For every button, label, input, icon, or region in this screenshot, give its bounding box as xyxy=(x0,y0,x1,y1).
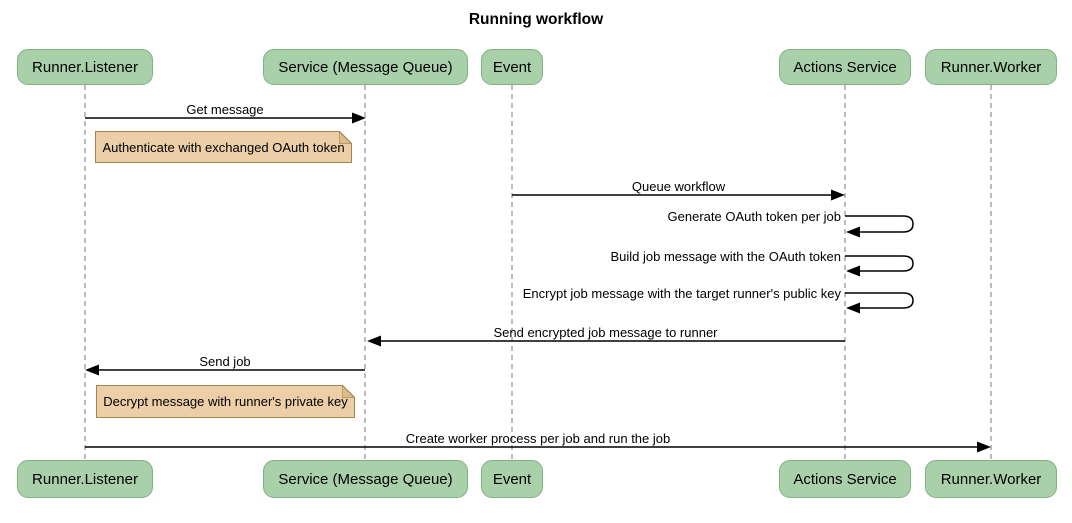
participant-label: Service (Message Queue) xyxy=(278,470,453,488)
message-label-encrypt-job-message: Encrypt job message with the target runn… xyxy=(522,286,841,301)
participant-label: Actions Service xyxy=(793,470,897,488)
participant-bottom-service-mq: Service (Message Queue) xyxy=(263,460,468,498)
arrowhead-build-job-message xyxy=(846,265,860,277)
participant-bottom-runner-listener: Runner.Listener xyxy=(17,460,153,498)
participant-bottom-runner-worker: Runner.Worker xyxy=(925,460,1057,498)
self-loop-generate-oauth-token xyxy=(845,215,914,233)
participant-top-service-mq: Service (Message Queue) xyxy=(263,49,468,85)
self-loop-encrypt-job-message xyxy=(845,292,914,309)
participant-label: Service (Message Queue) xyxy=(278,58,453,76)
message-label-create-worker-process: Create worker process per job and run th… xyxy=(405,431,671,446)
participant-label: Runner.Listener xyxy=(32,470,138,488)
note-text: Decrypt message with runner's private ke… xyxy=(103,394,348,409)
note-decrypt-private-key: Decrypt message with runner's private ke… xyxy=(96,385,355,418)
note-authenticate-oauth: Authenticate with exchanged OAuth token xyxy=(95,131,352,163)
self-loop-build-job-message xyxy=(845,255,914,272)
arrowhead-send-job xyxy=(85,364,99,376)
participant-label: Runner.Worker xyxy=(940,58,1042,76)
participant-bottom-actions-service: Actions Service xyxy=(779,460,911,498)
note-fold-icon xyxy=(342,385,355,398)
arrowhead-get-message xyxy=(352,112,366,124)
diagram-title: Running workflow xyxy=(468,11,604,28)
participant-label: Event xyxy=(492,58,532,76)
participant-label: Runner.Listener xyxy=(32,58,138,76)
arrowhead-encrypt-job-message xyxy=(846,302,860,314)
message-label-build-job-message: Build job message with the OAuth token xyxy=(610,249,841,264)
participant-label: Actions Service xyxy=(793,58,897,76)
message-label-queue-workflow: Queue workflow xyxy=(631,179,726,194)
message-label-send-job: Send job xyxy=(199,354,251,369)
participant-label: Runner.Worker xyxy=(940,470,1042,488)
arrowhead-generate-oauth-token xyxy=(846,226,860,238)
note-text: Authenticate with exchanged OAuth token xyxy=(102,139,345,155)
participant-top-runner-worker: Runner.Worker xyxy=(925,49,1057,85)
participant-bottom-event: Event xyxy=(481,460,543,498)
participant-label: Event xyxy=(492,470,532,488)
arrowhead-queue-workflow xyxy=(831,189,845,201)
arrowhead-send-encrypted-job-message xyxy=(367,335,381,347)
participant-top-runner-listener: Runner.Listener xyxy=(17,49,153,85)
note-fold-icon xyxy=(339,131,352,144)
message-label-get-message: Get message xyxy=(186,102,264,117)
arrowhead-create-worker-process xyxy=(977,441,991,453)
message-label-generate-oauth-token: Generate OAuth token per job xyxy=(667,209,841,224)
participant-top-actions-service: Actions Service xyxy=(779,49,911,85)
participant-top-event: Event xyxy=(481,49,543,85)
message-label-send-encrypted-job-message: Send encrypted job message to runner xyxy=(493,325,718,340)
